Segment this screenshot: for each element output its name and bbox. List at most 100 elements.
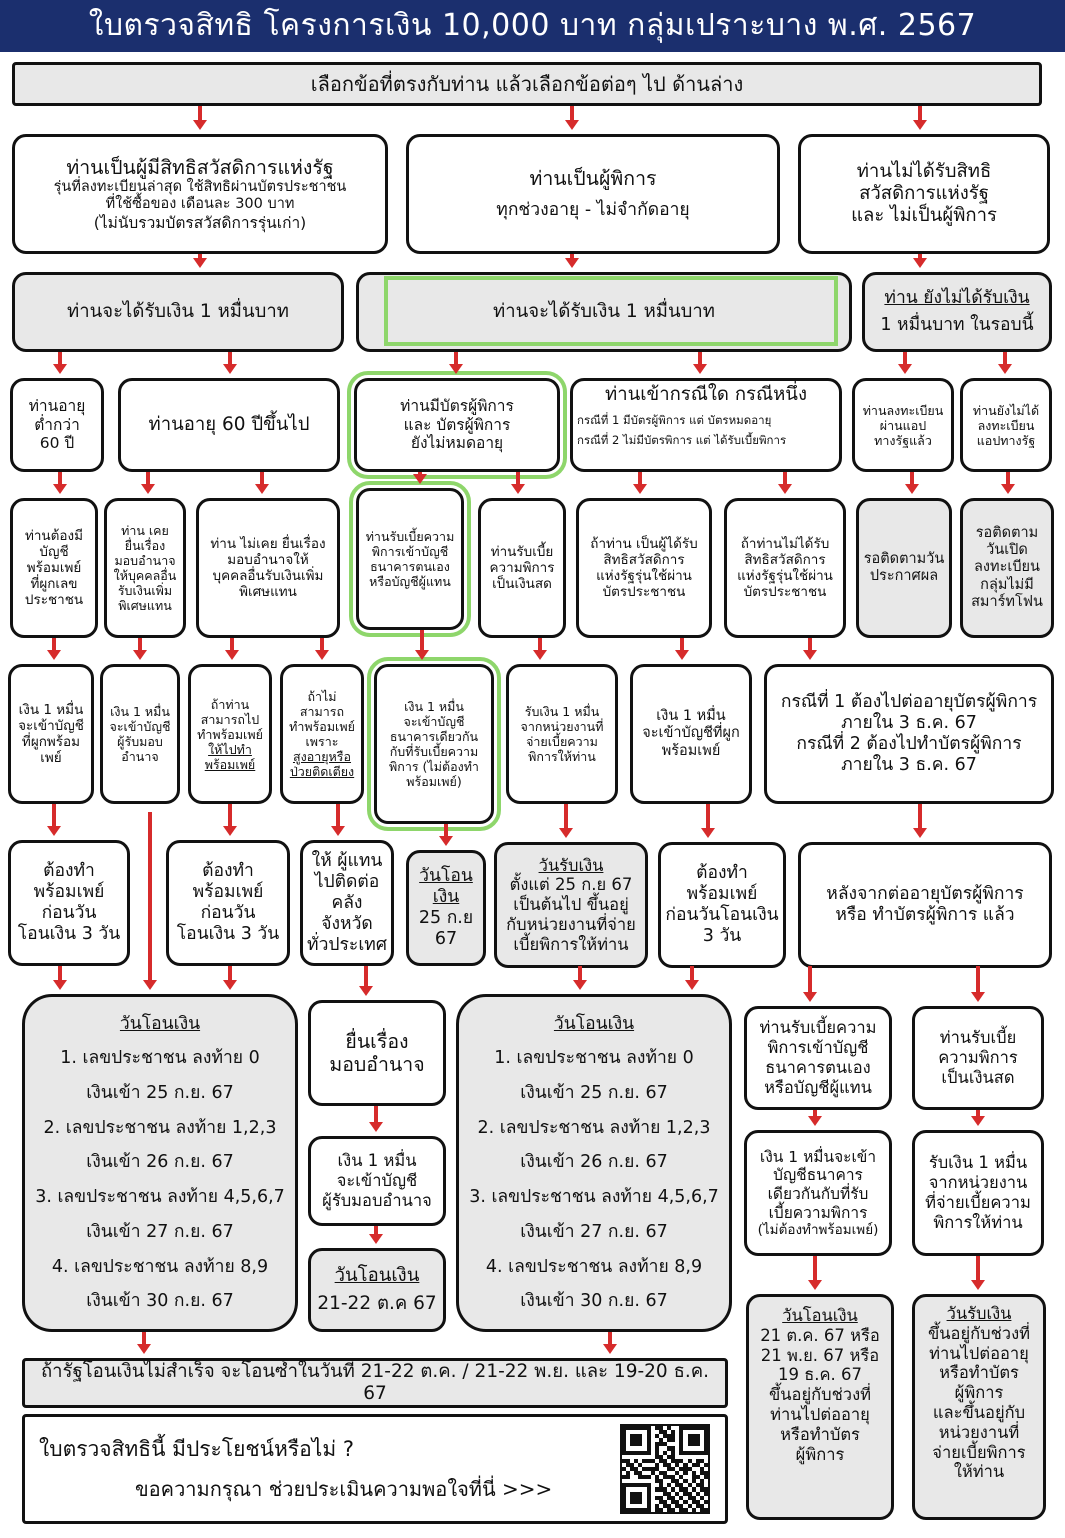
transfer-schedule-left: วันโอนเงิน 1. เลขประชาชน ลงท้าย 0 เงินเข… bbox=[22, 994, 298, 1332]
qr-module bbox=[703, 1442, 708, 1447]
cash-allowance-2-box[interactable]: ท่านรับเบี้ย ความพิการ เป็นเงินสด bbox=[912, 1006, 1044, 1110]
qr-module bbox=[699, 1426, 704, 1431]
qr-module bbox=[662, 1491, 668, 1496]
qr-module bbox=[622, 1426, 627, 1431]
qr-module bbox=[622, 1491, 627, 1496]
qr-module bbox=[675, 1503, 680, 1508]
qr-module bbox=[703, 1438, 708, 1443]
qr-module bbox=[638, 1438, 643, 1443]
bank-allowance-line-2: พิการเข้าบัญชี bbox=[371, 544, 449, 559]
do-pp-c-line-1: ต้องทำ bbox=[696, 863, 748, 883]
not-delegated-box[interactable]: ท่าน ไม่เคย ยื่นเรื่อง มอบอำนาจให้ บุคคล… bbox=[196, 498, 340, 638]
into-promptpay-b-line-3: พร้อมเพย์ bbox=[661, 742, 721, 759]
bank-allowance-2-box[interactable]: ท่านรับเบี้ยความ พิการเข้าบัญชี ธนาคารตน… bbox=[744, 1006, 892, 1110]
qr-module bbox=[671, 1495, 676, 1500]
qr-module bbox=[650, 1466, 655, 1472]
qr-module bbox=[642, 1466, 647, 1472]
has-card-line-2: และ บัตรผู้พิการ bbox=[403, 415, 511, 434]
qr-module bbox=[654, 1503, 659, 1508]
qr-code-icon[interactable] bbox=[620, 1424, 710, 1514]
no-welfare-card-box[interactable]: ถ้าท่านไม่ได้รับ สิทธิสวัสดิการ แห่งรัฐร… bbox=[724, 498, 846, 638]
into-delegate-line-1: เงิน 1 หมื่น bbox=[110, 704, 170, 719]
down-arrow-icon bbox=[193, 254, 207, 268]
need-promptpay-account-box[interactable]: ท่านต้องมี บัญชี พร้อมเพย์ ที่ผูกเลข ประ… bbox=[10, 498, 98, 638]
qr-module bbox=[634, 1442, 639, 1447]
not-eligible-box[interactable]: ท่านไม่ได้รับสิทธิ สวัสดิการแห่งรัฐ และ … bbox=[798, 134, 1050, 254]
qr-module bbox=[654, 1426, 659, 1431]
qr-module bbox=[699, 1507, 704, 1512]
welfare-card-box[interactable]: ถ้าท่าน เป็นผู้ได้รับ สิทธิสวัสดิการ แห่… bbox=[576, 498, 712, 638]
if-can-promptpay-box[interactable]: ถ้าท่าน สามารถไป ทำพร้อมเพย์ ให้ไปทำ พร้… bbox=[188, 664, 272, 804]
into-promptpay-line-2: จะเข้าบัญชี bbox=[18, 717, 84, 734]
qr-module bbox=[671, 1507, 676, 1512]
bank-allowance-box[interactable]: ท่านรับเบี้ยความ พิการเข้าบัญชี ธนาคารตน… bbox=[349, 481, 471, 637]
receive-renew-line-1: ขึ้นอยู่กับช่วงที่ bbox=[928, 1323, 1030, 1343]
not-registered-app-box[interactable]: ท่านยังไม่ได้ ลงทะเบียน แอปทางรัฐ bbox=[960, 378, 1052, 472]
if-cannot-line-3: เพราะ bbox=[305, 734, 339, 749]
from-agency-2-line-1: รับเงิน 1 หมื่น bbox=[928, 1153, 1028, 1173]
bank-allowance-2-line-2: พิการเข้าบัญชี bbox=[767, 1038, 869, 1058]
qr-module bbox=[699, 1483, 704, 1488]
qr-module bbox=[675, 1471, 680, 1476]
qr-module bbox=[654, 1495, 659, 1500]
wait-announcement-box: รอติดตามวัน ประกาศผล bbox=[856, 498, 952, 638]
qr-module bbox=[622, 1430, 627, 1435]
qr-module bbox=[658, 1507, 663, 1512]
registered-app-box[interactable]: ท่านลงทะเบียน ผ่านแอป ทางรัฐแล้ว bbox=[852, 378, 954, 472]
cash-allowance-2-line-3: เป็นเงินสด bbox=[941, 1067, 1015, 1087]
qr-module bbox=[658, 1426, 663, 1431]
transfer-renew-line-3: 19 ธ.ค. 67 bbox=[777, 1365, 863, 1385]
feedback-box[interactable]: ใบตรวจสิทธินี้ มีประโยชน์หรือไม่ ? ขอควา… bbox=[22, 1414, 728, 1524]
qr-module bbox=[679, 1442, 684, 1447]
need-account-line-1: ท่านต้องมี bbox=[24, 527, 84, 544]
qr-module bbox=[679, 1438, 684, 1443]
has-disability-card-box[interactable]: ท่านมีบัตรผู้พิการ และ บัตรผู้พิการ ยังไ… bbox=[347, 371, 567, 479]
qr-module bbox=[638, 1450, 643, 1455]
bank-allowance-2-line-4: หรือบัญชีผู้แทน bbox=[764, 1077, 872, 1097]
welfare-holder-box[interactable]: ท่านเป็นผู้มีสิทธิสวัสดิการแห่งรัฐ รุ่นท… bbox=[12, 134, 388, 254]
age-under-60-box[interactable]: ท่านอายุ ต่ำกว่า 60 ปี bbox=[10, 378, 104, 472]
not-registered-line-3: แอปทางรัฐ bbox=[976, 432, 1036, 448]
delegated-line-5: รับเงินเพิ่ม bbox=[117, 583, 173, 598]
after-renew-line-2: หรือ ทำบัตรผู้พิการ แล้ว bbox=[835, 905, 1015, 925]
if-cannot-promptpay-box[interactable]: ถ้าไม่สามารถ ทำพร้อมเพย์ เพราะ สูงอายุหร… bbox=[280, 664, 364, 804]
after-renew-line-1: หลังจากต่ออายุบัตรผู้พิการ bbox=[826, 884, 1024, 904]
cash-allowance-box[interactable]: ท่านรับเบี้ย ความพิการ เป็นเงินสด bbox=[478, 498, 566, 638]
into-delegate-box: เงิน 1 หมื่น จะเข้าบัญชี ผู้รับมอบ อำนาจ bbox=[100, 664, 180, 804]
qr-module bbox=[699, 1450, 704, 1455]
schedule-right-line-1: 1. เลขประชาชน ลงท้าย 0 bbox=[494, 1048, 694, 1069]
from-agency-line-4: พิการให้ท่าน bbox=[528, 749, 596, 764]
down-arrow-icon bbox=[573, 966, 587, 990]
qr-module bbox=[654, 1442, 659, 1447]
qr-module bbox=[671, 1475, 676, 1480]
if-cannot-line-1: ถ้าไม่สามารถ bbox=[299, 689, 345, 719]
qr-module bbox=[634, 1471, 639, 1476]
qr-module bbox=[691, 1495, 696, 1500]
disabled-person-box[interactable]: ท่านเป็นผู้พิการ ทุกช่วงอายุ - ไม่จำกัดอ… bbox=[406, 134, 780, 254]
down-arrow-icon bbox=[533, 638, 547, 660]
qr-module bbox=[679, 1495, 684, 1500]
cash-allowance-2-line-1: ท่านรับเบี้ย bbox=[939, 1028, 1017, 1048]
qr-module bbox=[695, 1458, 700, 1463]
down-arrow-icon bbox=[223, 804, 237, 836]
qr-module bbox=[626, 1471, 631, 1476]
qr-module bbox=[703, 1462, 708, 1467]
case-any-box[interactable]: ท่านเข้ากรณีใด กรณีหนึ่ง กรณีที่ 1 มีบัต… bbox=[570, 378, 842, 472]
qr-module bbox=[622, 1434, 627, 1439]
delegated-box[interactable]: ท่าน เคย ยื่นเรื่อง มอบอำนาจ ให้บุคคลอื่… bbox=[104, 498, 186, 638]
case-any-title: ท่านเข้ากรณีใด กรณีหนึ่ง bbox=[605, 384, 807, 405]
qr-module bbox=[638, 1491, 643, 1496]
file-delegation-line-1: ยื่นเรื่อง bbox=[345, 1029, 409, 1053]
qr-module bbox=[646, 1446, 651, 1451]
if-can-line-1: ถ้าท่าน bbox=[210, 696, 250, 712]
qr-module bbox=[630, 1462, 635, 1467]
has-card-line-3: ยังไม่หมดอายุ bbox=[410, 434, 504, 453]
qr-module bbox=[699, 1495, 704, 1500]
down-arrow-icon bbox=[141, 472, 155, 494]
qr-module bbox=[687, 1458, 692, 1463]
retry-transfer-note: ถ้ารัฐโอนเงินไม่สำเร็จ จะโอนซ้ำในวันที่ … bbox=[22, 1358, 728, 1408]
qr-module bbox=[658, 1495, 663, 1500]
qr-module bbox=[671, 1438, 676, 1443]
age-over-60-box[interactable]: ท่านอายุ 60 ปีขึ้นไป bbox=[118, 378, 340, 472]
feedback-request[interactable]: ขอความกรุณา ช่วยประเมินความพอใจที่นี่ >>… bbox=[135, 1476, 553, 1501]
